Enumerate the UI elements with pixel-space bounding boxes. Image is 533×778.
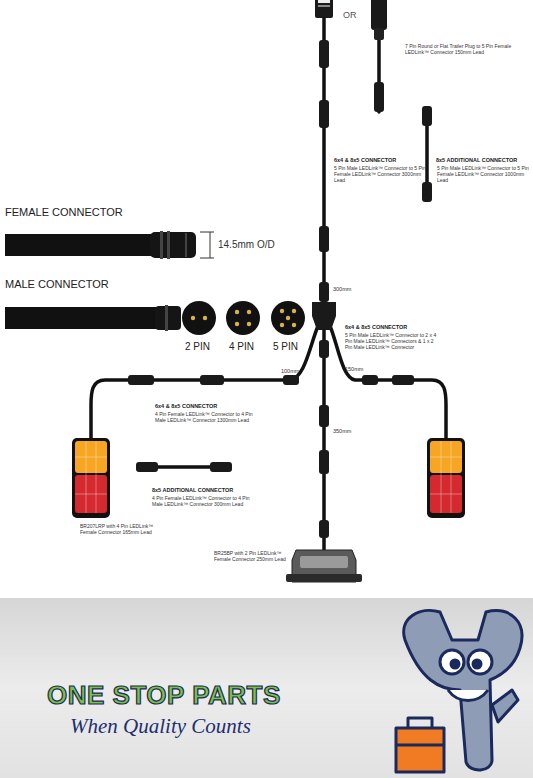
brand-name: ONE STOP PARTS	[47, 680, 281, 711]
cables	[5, 16, 446, 550]
dimension-label: 14.5mm O/D	[218, 239, 275, 251]
ledlink-connectors	[128, 40, 432, 538]
part-description: 5 Pin Male LEDLink™ Connector to 5 Pin F…	[334, 165, 426, 183]
connector-heading: FEMALE CONNECTOR	[5, 206, 123, 219]
part-description: BR207LRP with 4 Pin LEDLink™ Female Conn…	[80, 523, 160, 535]
connector-closeups	[150, 231, 305, 335]
pin-label: 2 PIN	[185, 341, 210, 353]
part-description: 7 Pin Round or Flat Trailer Plug to 5 Pi…	[405, 43, 513, 55]
part-description: 4 Pin Female LEDLink™ Connector to 4 Pin…	[155, 411, 255, 423]
brand-slogan: When Quality Counts	[70, 714, 251, 739]
part-description: 5 Pin Male LEDLink™ Connector to 2 x 4 P…	[345, 332, 441, 350]
length-label: 150mm	[345, 366, 363, 373]
length-label: 300mm	[333, 286, 351, 293]
part-heading: 6x4 & 8x5 CONNECTOR	[345, 324, 445, 331]
part-description: BR25BP with 2 Pin LEDLink™ Female Connec…	[214, 550, 286, 562]
alternative-note: OR	[343, 10, 357, 21]
tail-lamps	[72, 438, 465, 582]
pin-label: 5 PIN	[273, 341, 298, 353]
part-description: 4 Pin Female LEDLink™ Connector to 4 Pin…	[152, 495, 252, 507]
length-label: 350mm	[333, 428, 351, 435]
banner	[0, 598, 533, 778]
part-heading: 6x4 & 8x5 CONNECTOR	[155, 403, 265, 410]
connector-heading: MALE CONNECTOR	[5, 278, 109, 291]
length-label: 100mm	[281, 368, 299, 375]
part-heading: 8x5 ADDITIONAL CONNECTOR	[152, 487, 262, 494]
wrench-mascot	[396, 610, 522, 772]
pin-label: 4 PIN	[229, 341, 254, 353]
trailer-plugs	[315, 0, 387, 40]
part-heading: 8x5 ADDITIONAL CONNECTOR	[436, 157, 530, 164]
part-description: 5 Pin Male LEDLink™ Connector to 5 Pin F…	[437, 165, 529, 183]
part-heading: 6x4 & 8x5 CONNECTOR	[334, 157, 434, 164]
